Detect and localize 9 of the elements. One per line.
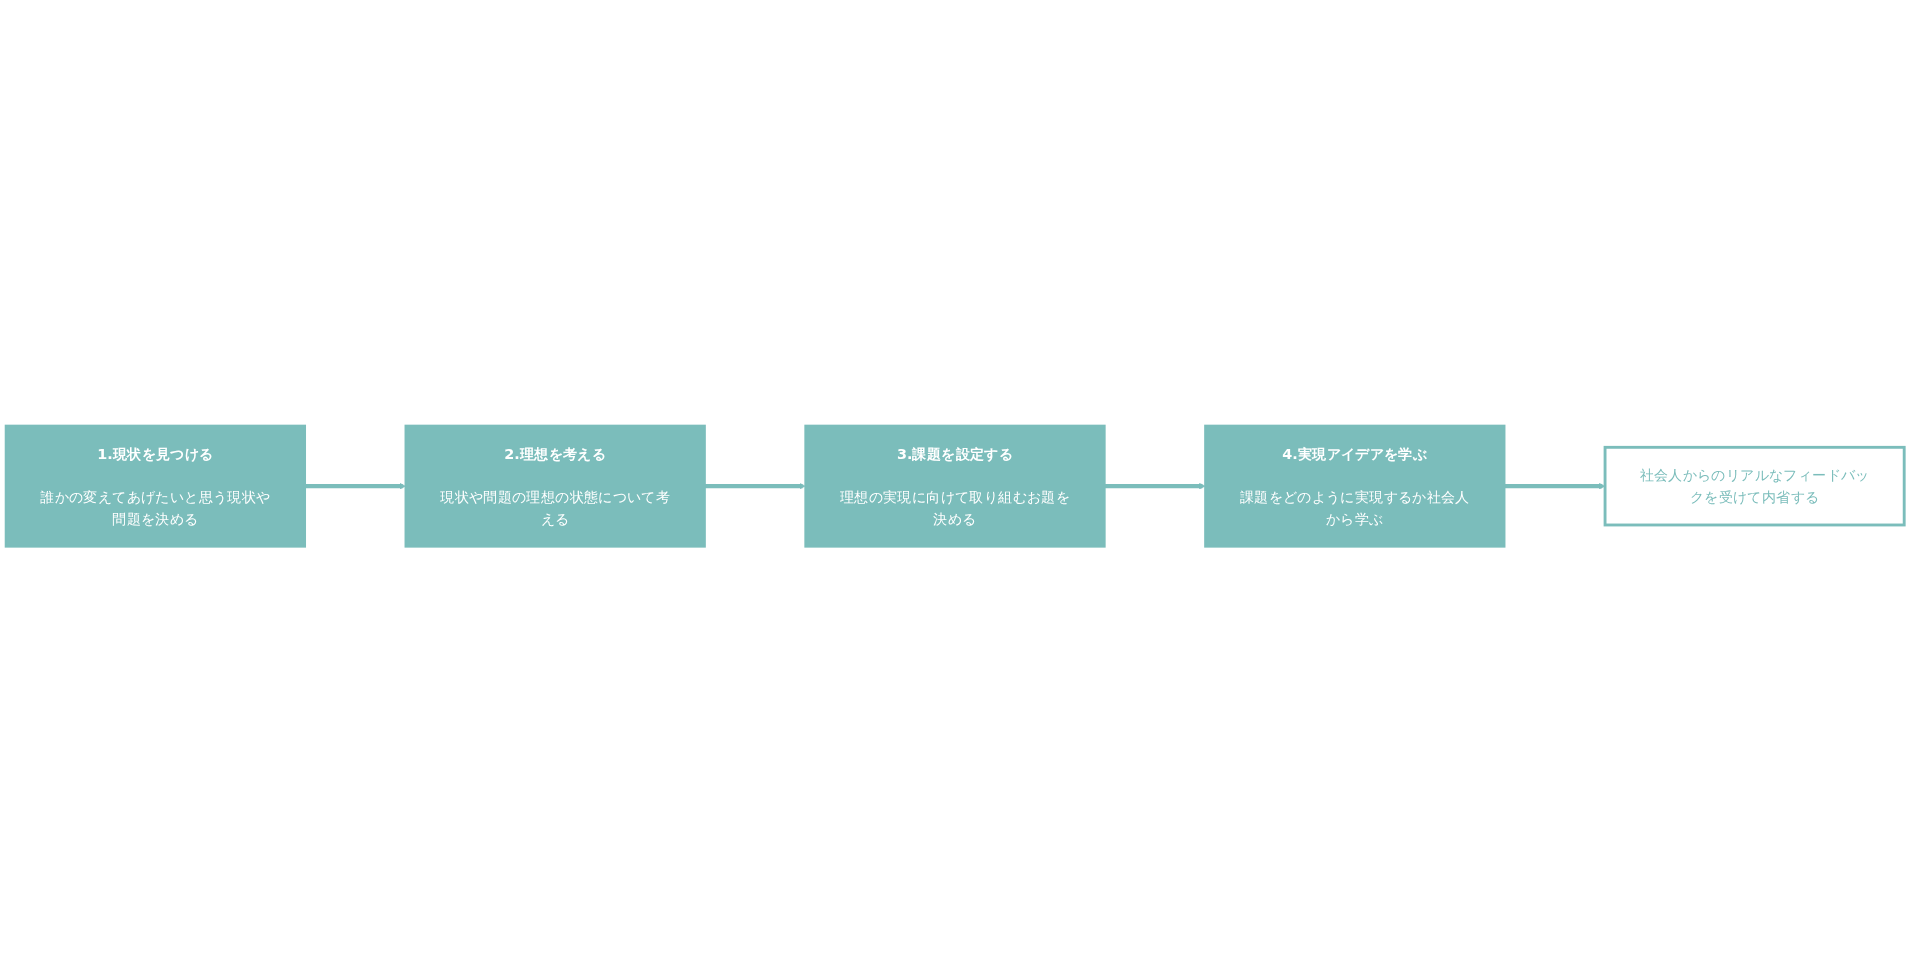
arrow (1504, 482, 1606, 490)
arrow (1104, 482, 1206, 490)
node-box: 2.理想を考える 現状や問題の理想の状態について考える (404, 424, 706, 548)
node-box: 4.実現アイデアを学ぶ 課題をどのように実現するか社会人から学ぶ (1204, 424, 1506, 548)
node-box: 3.課題を設定する 理想の実現に向けて取り組むお題を決める (804, 424, 1106, 548)
node-box: 社会人からのリアルなフィードバックを受けて内省する (1603, 445, 1906, 527)
node-box: 1.現状を見つける 誰かの変えてあげたいと思う現状や問題を決める (4, 424, 306, 548)
arrow (704, 482, 806, 490)
arrow (304, 482, 406, 490)
